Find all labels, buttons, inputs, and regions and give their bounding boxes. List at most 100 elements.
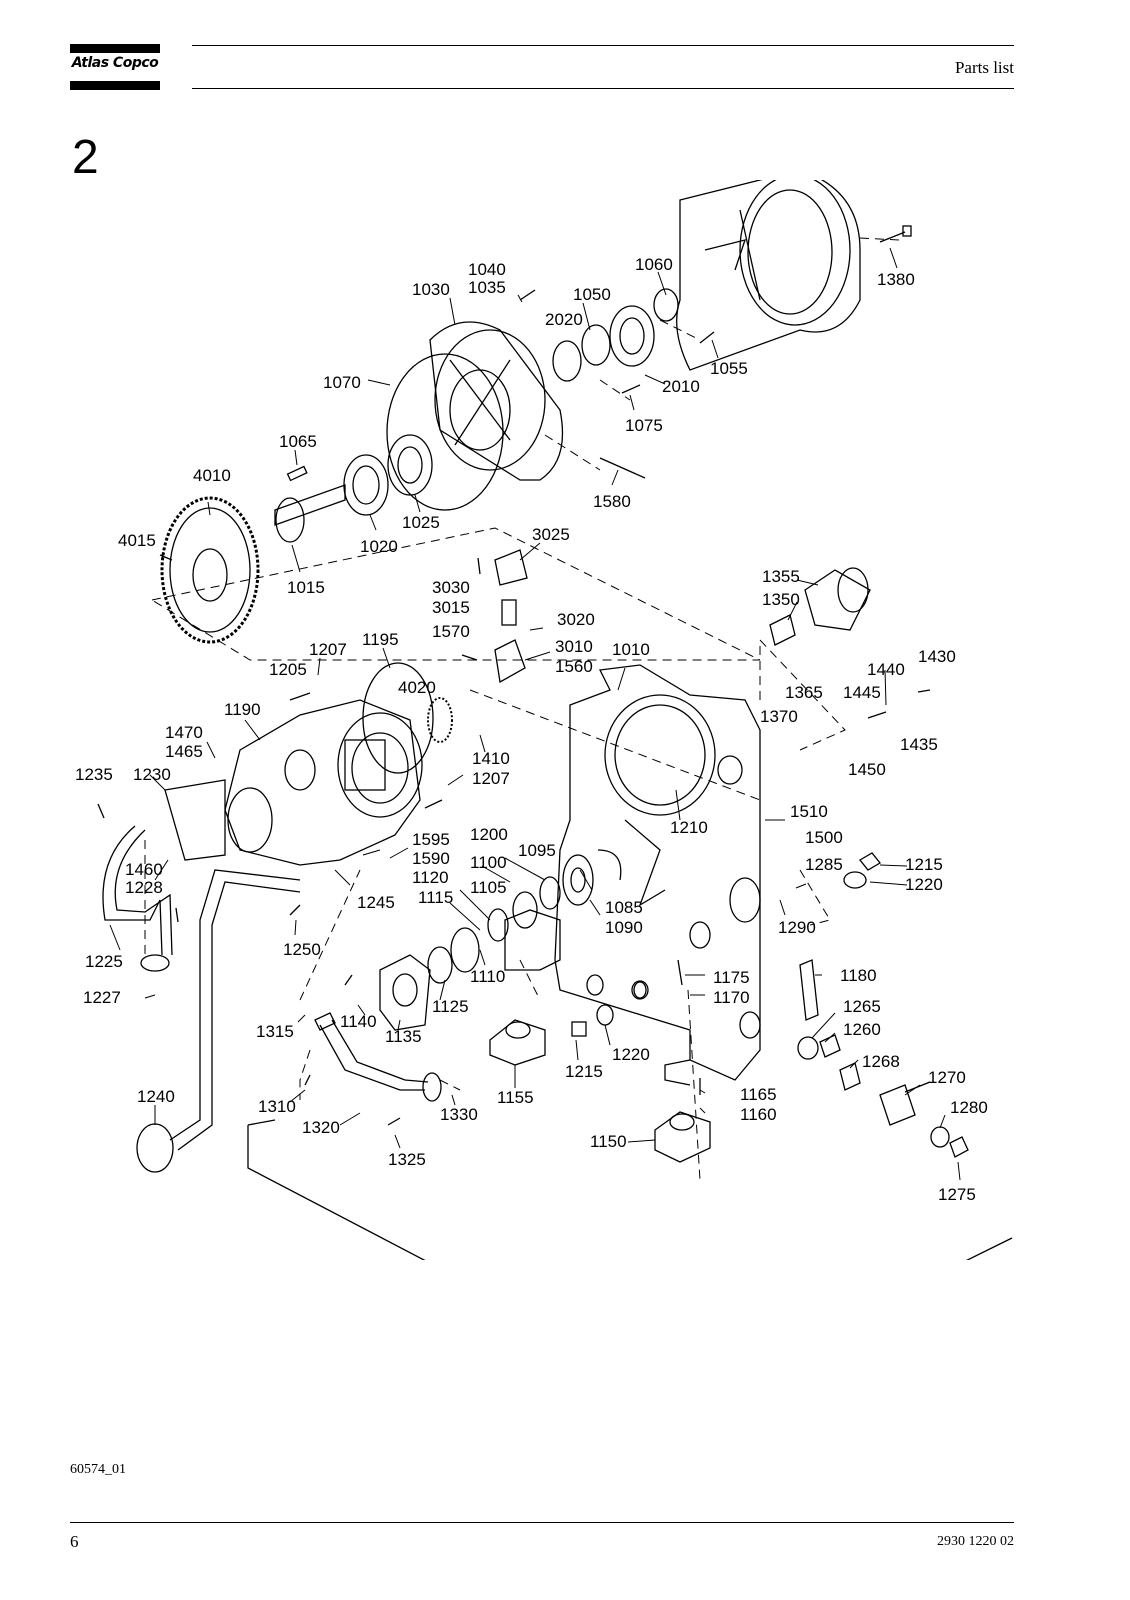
part-label: 1315: [256, 1022, 294, 1041]
part-label: 1595: [412, 830, 450, 849]
compressor-block: [224, 699, 423, 866]
part-label: 1165: [740, 1085, 777, 1104]
part-label: 1115: [418, 888, 453, 907]
part-label: 1010: [612, 640, 650, 659]
part-label: 1365: [785, 683, 823, 702]
part-label: 1220: [905, 875, 943, 894]
footer-rule: [70, 1522, 1014, 1523]
part-label: 1470: [165, 723, 203, 742]
part-label: 1320: [302, 1118, 340, 1137]
part-label: 2020: [545, 310, 583, 329]
part-label: 1120: [412, 868, 449, 887]
part-label: 1510: [790, 802, 828, 821]
part-label: 1055: [710, 359, 748, 378]
part-label: 1140: [340, 1012, 377, 1031]
part-label: 1220: [612, 1045, 650, 1064]
part-label: 1228: [125, 878, 163, 897]
part-label: 1560: [555, 657, 593, 676]
image-reference: 60574_01: [70, 1462, 126, 1477]
part-label: 1275: [938, 1185, 976, 1204]
part-label: 1280: [950, 1098, 988, 1117]
part-label: 1030: [412, 280, 450, 299]
part-label: 1190: [224, 700, 261, 719]
part-label: 1060: [635, 255, 673, 274]
part-label: 1410: [472, 749, 510, 768]
part-label: 1227: [83, 988, 121, 1007]
part-label: 1170: [713, 988, 750, 1007]
part-label: 1125: [432, 997, 469, 1016]
part-label: 1070: [323, 373, 361, 392]
part-label: 1100: [470, 853, 507, 872]
part-label: 1225: [85, 952, 123, 971]
part-label: 1260: [843, 1020, 881, 1039]
part-label: 4015: [118, 531, 156, 550]
part-label: 1200: [470, 825, 508, 844]
part-label: 3010: [555, 637, 593, 656]
part-label: 1075: [625, 416, 663, 435]
part-label: 1110: [470, 967, 505, 986]
part-label: 1155: [497, 1088, 534, 1107]
logo-text: Atlas Copco: [71, 55, 159, 71]
part-label: 1250: [283, 940, 321, 959]
logo-bar-bottom: [70, 81, 160, 90]
part-label: 1570: [432, 622, 470, 641]
part-label: 1465: [165, 742, 203, 761]
part-label: 3020: [557, 610, 595, 629]
part-label: 1160: [740, 1105, 777, 1124]
part-label: 1020: [360, 537, 398, 556]
part-label: 1500: [805, 828, 843, 847]
main-frame: [554, 664, 761, 1086]
part-label: 1040: [468, 260, 506, 279]
header-title: Parts list: [954, 58, 1014, 77]
atlas-copco-logo: Atlas Copco: [70, 44, 160, 90]
part-label: 1445: [843, 683, 881, 702]
part-label: 1310: [258, 1097, 296, 1116]
part-label: 3030: [432, 578, 470, 597]
part-label: 1215: [565, 1062, 603, 1081]
part-label: 1380: [877, 270, 915, 289]
part-label: 1460: [125, 860, 163, 879]
part-label: 1590: [412, 849, 450, 868]
part-label: 1580: [593, 492, 631, 511]
part-label: 1207: [472, 769, 510, 788]
part-label: 1215: [905, 855, 943, 874]
section-number: 2: [72, 131, 99, 184]
document-number: 2930 1220 02: [937, 1534, 1014, 1549]
part-label: 4010: [193, 466, 231, 485]
part-label: 1135: [385, 1027, 422, 1046]
part-label: 1210: [670, 818, 708, 837]
part-label: 1430: [918, 647, 956, 666]
part-label: 1050: [573, 285, 611, 304]
part-label: 1450: [848, 760, 886, 779]
exploded-parts-diagram: 1380 1060 1040 1035 1030 1050 2020 1055 …: [0, 180, 1130, 1260]
flywheel-housing: [676, 180, 861, 371]
part-label: 4020: [398, 678, 436, 697]
part-label: 1435: [900, 735, 938, 754]
part-label: 1355: [762, 567, 800, 586]
cover-plate: [429, 321, 564, 481]
part-label: 1235: [75, 765, 113, 784]
part-label: 1245: [357, 893, 395, 912]
part-label: 1370: [760, 707, 798, 726]
part-label: 1085: [605, 898, 643, 917]
part-label: 1325: [388, 1150, 426, 1169]
part-label: 1090: [605, 918, 643, 937]
gear: [160, 496, 260, 644]
part-label: 1095: [518, 841, 556, 860]
part-label: 1350: [762, 590, 800, 609]
base-platform: [247, 1119, 1013, 1260]
part-label: 1025: [402, 513, 440, 532]
part-label: 1035: [468, 278, 506, 297]
part-label: 1150: [590, 1132, 627, 1151]
part-label: 1240: [137, 1087, 175, 1106]
part-label: 1105: [470, 878, 507, 897]
part-label: 1015: [287, 578, 325, 597]
part-label: 1265: [843, 997, 881, 1016]
part-label: 1285: [805, 855, 843, 874]
part-label: 1440: [867, 660, 905, 679]
part-label: 1290: [778, 918, 816, 937]
part-label: 1268: [862, 1052, 900, 1071]
part-label: 2010: [662, 377, 700, 396]
part-label: 1330: [440, 1105, 478, 1124]
part-label: 3025: [532, 525, 570, 544]
